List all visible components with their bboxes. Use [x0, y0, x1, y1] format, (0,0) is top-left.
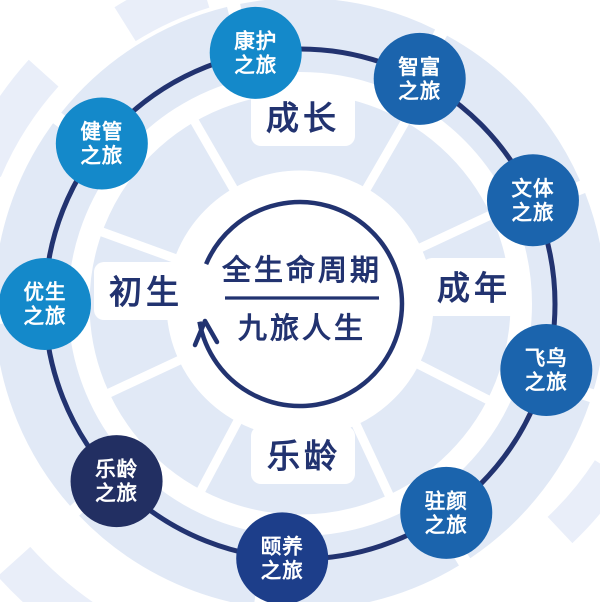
journey-badge-label: 健管之旅 [80, 120, 123, 168]
journey-badge-circle [55, 97, 148, 190]
journey-badge-circle [70, 435, 163, 528]
journey-badge-yiyang: 颐养之旅 [236, 512, 329, 602]
journey-badge-circle [209, 6, 302, 99]
journey-badge-lelingzl: 乐龄之旅 [70, 435, 163, 528]
journey-badge-circle [0, 258, 91, 350]
journey-badge-label: 乐龄之旅 [95, 457, 138, 505]
journey-badge-circle [236, 512, 329, 602]
journey-badge-label: 智富之旅 [398, 55, 441, 103]
clockwise-arrow-icon [192, 318, 220, 348]
center-circle-arc [197, 199, 405, 409]
stage-label-birth: 初生 [109, 274, 183, 311]
journey-badge-label: 康护之旅 [234, 29, 277, 77]
journey-badge-kanghu: 康护之旅 [209, 6, 302, 99]
journey-badge-circle [373, 32, 466, 125]
journey-badge-circle [486, 154, 579, 247]
journey-badges: 康护之旅智富之旅文体之旅飞鸟之旅驻颜之旅颐养之旅 乐龄之旅 优生之旅 健管之旅 [0, 6, 593, 602]
journey-badge-label: 优生之旅 [24, 280, 67, 328]
journey-badge-zhuyan: 驻颜之旅 [400, 466, 493, 559]
decor-arc-bottom-left [0, 546, 93, 602]
journey-badge-feiniao: 飞鸟之旅 [500, 323, 593, 416]
stage-label-senior: 乐龄 [267, 438, 341, 475]
journey-badge-label: 颐养之旅 [261, 534, 304, 582]
decor-arc-left [0, 59, 59, 178]
journey-badge-zhifu: 智富之旅 [373, 32, 466, 125]
journey-badge-label: 飞鸟之旅 [525, 346, 568, 394]
center-group: 全生命周期 九旅人生 [192, 199, 405, 409]
decor-arc-top-left [114, 0, 210, 42]
journey-badge-label: 驻颜之旅 [425, 489, 468, 537]
stage-label-openings [94, 88, 526, 484]
journey-badge-label: 文体之旅 [511, 176, 554, 224]
stage-label-adulthood: 成年 [437, 270, 511, 307]
center-title-top: 全生命周期 [221, 253, 382, 287]
stage-label-growth: 成长 [266, 100, 340, 137]
journey-badge-jianguan: 健管之旅 [55, 97, 148, 190]
center-title-bottom: 九旅人生 [238, 312, 366, 345]
journey-badge-yousheng: 优生之旅 [0, 258, 91, 350]
inner-ring-cuts [96, 115, 497, 501]
journey-badge-circle [400, 466, 493, 559]
decor-arc-bottom-right [547, 459, 600, 544]
journey-badge-circle [500, 323, 593, 416]
journey-badge-wenti: 文体之旅 [486, 154, 579, 247]
